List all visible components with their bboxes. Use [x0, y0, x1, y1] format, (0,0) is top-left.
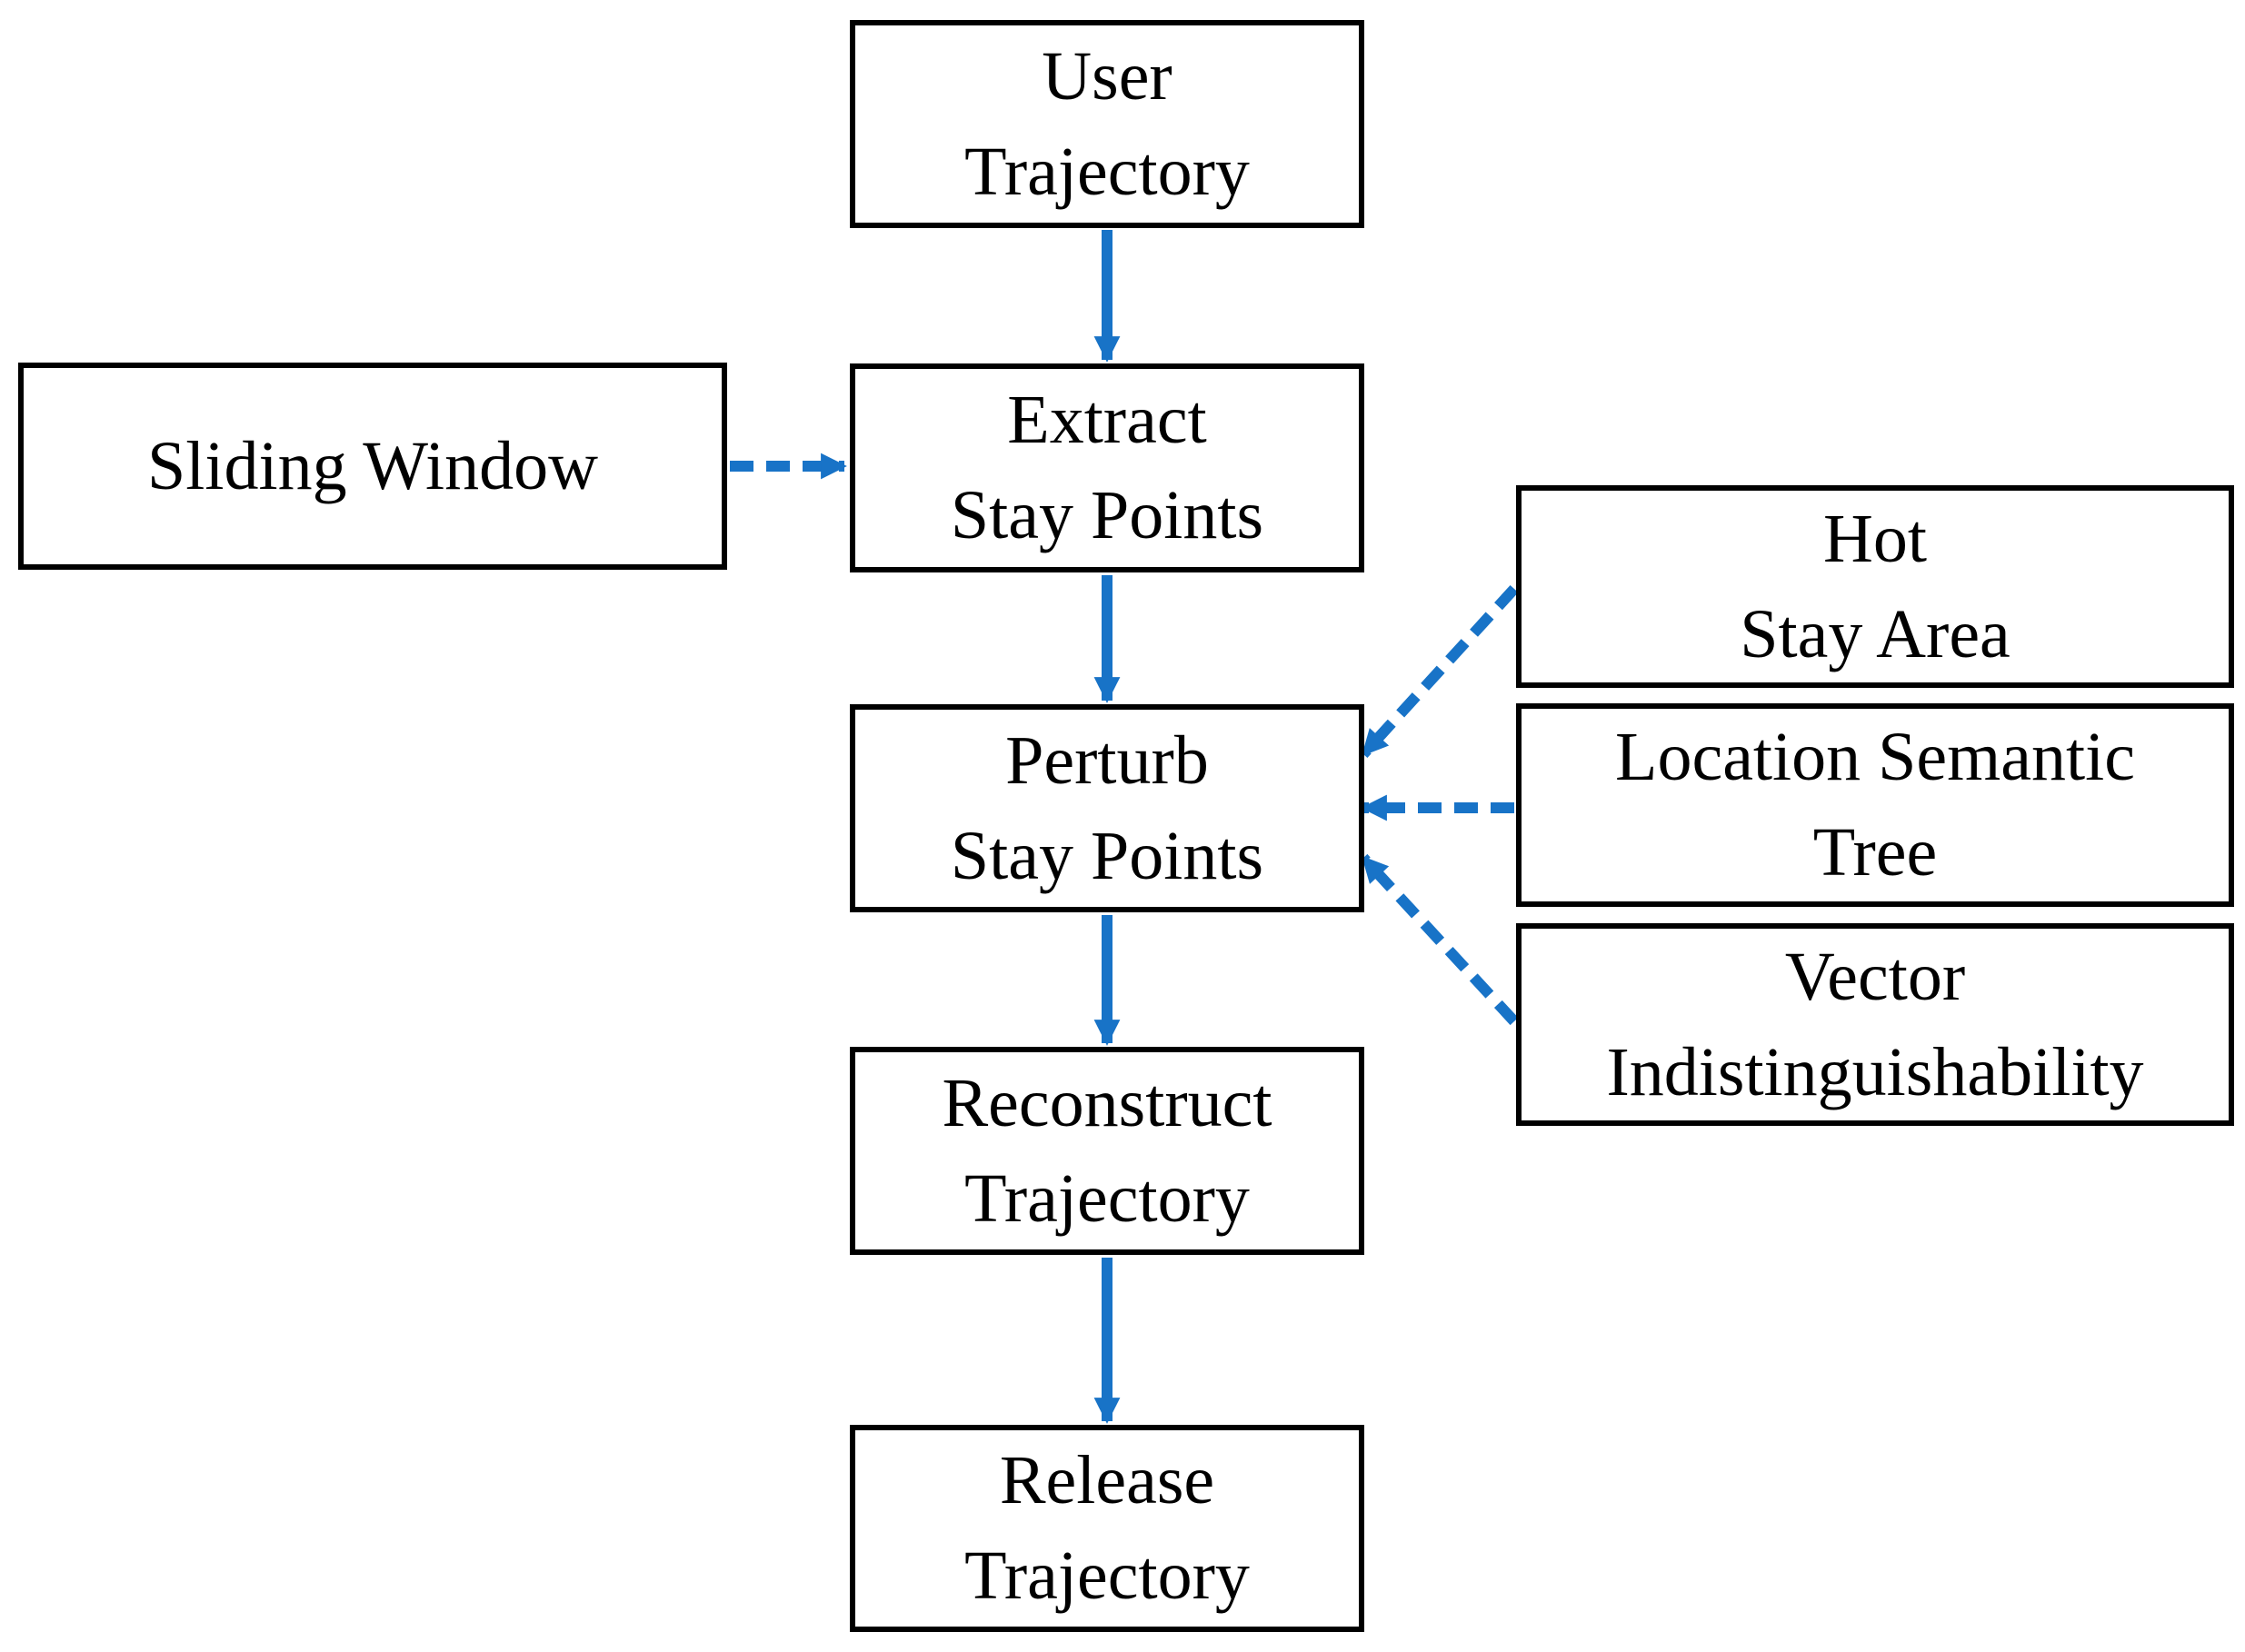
node-sliding-window: Sliding Window: [18, 363, 727, 570]
node-extract-stay-points: Extract Stay Points: [850, 363, 1364, 572]
node-reconstruct-trajectory: Reconstruct Trajectory: [850, 1047, 1364, 1255]
node-hot-stay-area: Hot Stay Area: [1516, 485, 2234, 688]
node-reconstruct-trajectory-label: Reconstruct Trajectory: [942, 1064, 1272, 1237]
node-vector-indistinguishability-label: Vector Indistinguishability: [1606, 938, 2144, 1110]
node-location-semantic-tree-label: Location Semantic Tree: [1615, 719, 2135, 891]
node-user-trajectory: User Trajectory: [850, 20, 1364, 228]
node-perturb-stay-points: Perturb Stay Points: [850, 704, 1364, 912]
node-release-trajectory: Release Trajectory: [850, 1425, 1364, 1632]
node-release-trajectory-label: Release Trajectory: [964, 1442, 1250, 1614]
node-extract-stay-points-label: Extract Stay Points: [950, 382, 1264, 553]
node-hot-stay-area-label: Hot Stay Area: [1740, 500, 2011, 672]
node-sliding-window-label: Sliding Window: [147, 427, 598, 504]
node-vector-indistinguishability: Vector Indistinguishability: [1516, 923, 2234, 1126]
node-perturb-stay-points-label: Perturb Stay Points: [950, 722, 1264, 894]
node-user-trajectory-label: User Trajectory: [964, 37, 1250, 210]
arrow-hot-stay-area-to-perturb-stay-points: [1359, 584, 1519, 759]
node-location-semantic-tree: Location Semantic Tree: [1516, 703, 2234, 907]
arrow-vector-indistinguishability-to-perturb-stay-points: [1359, 853, 1519, 1026]
